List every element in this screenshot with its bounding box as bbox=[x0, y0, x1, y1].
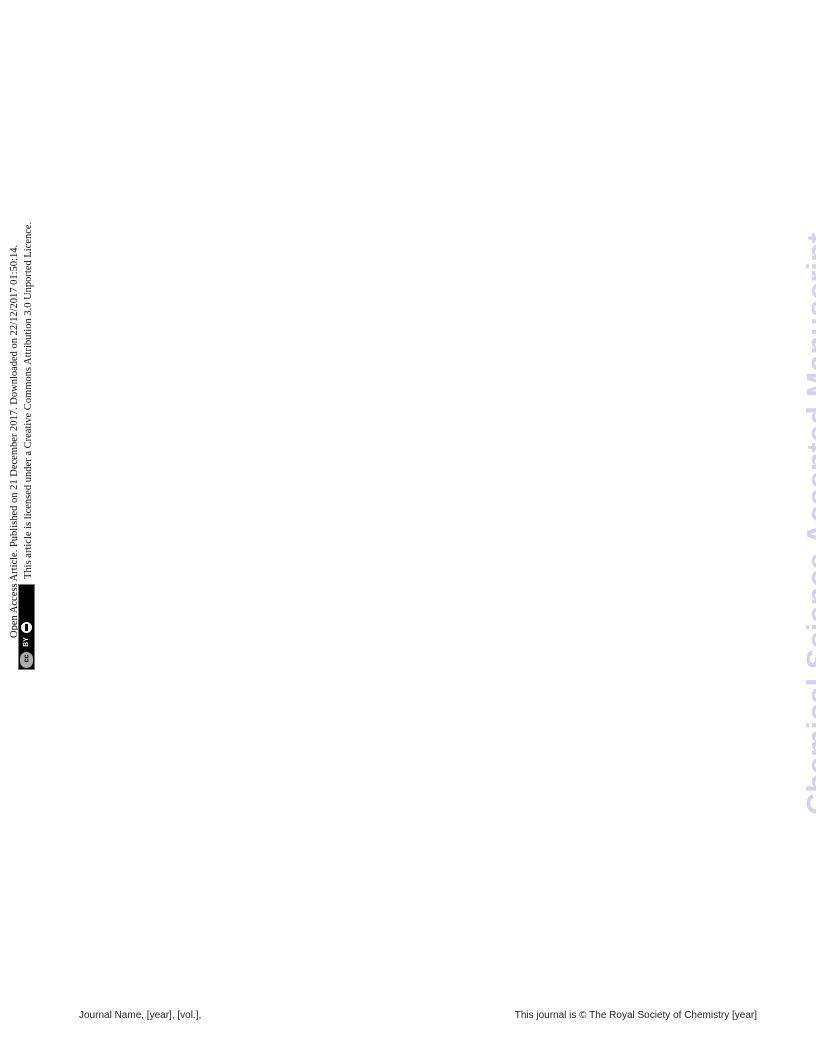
publication-line: Open Access Article. Published on 21 Dec… bbox=[9, 244, 20, 638]
accepted-manuscript-watermark: Chemical Science Accepted Manuscript bbox=[801, 232, 816, 815]
licence-line[interactable]: This article is licensed under a Creativ… bbox=[23, 221, 34, 579]
cc-by-badge[interactable]: BY cc bbox=[18, 584, 35, 670]
footer-copyright: This journal is © The Royal Society of C… bbox=[514, 1010, 757, 1021]
cc-logo-text: cc bbox=[23, 654, 31, 663]
footer-journal-citation: Journal Name, [year], [vol.], bbox=[79, 1010, 202, 1021]
open-access-strip: Open Access Article. Published on 21 Dec… bbox=[4, 214, 40, 674]
cc-by-label: BY bbox=[23, 637, 30, 647]
cc-logo-icon: cc bbox=[19, 651, 34, 669]
attribution-person-icon bbox=[21, 622, 32, 633]
